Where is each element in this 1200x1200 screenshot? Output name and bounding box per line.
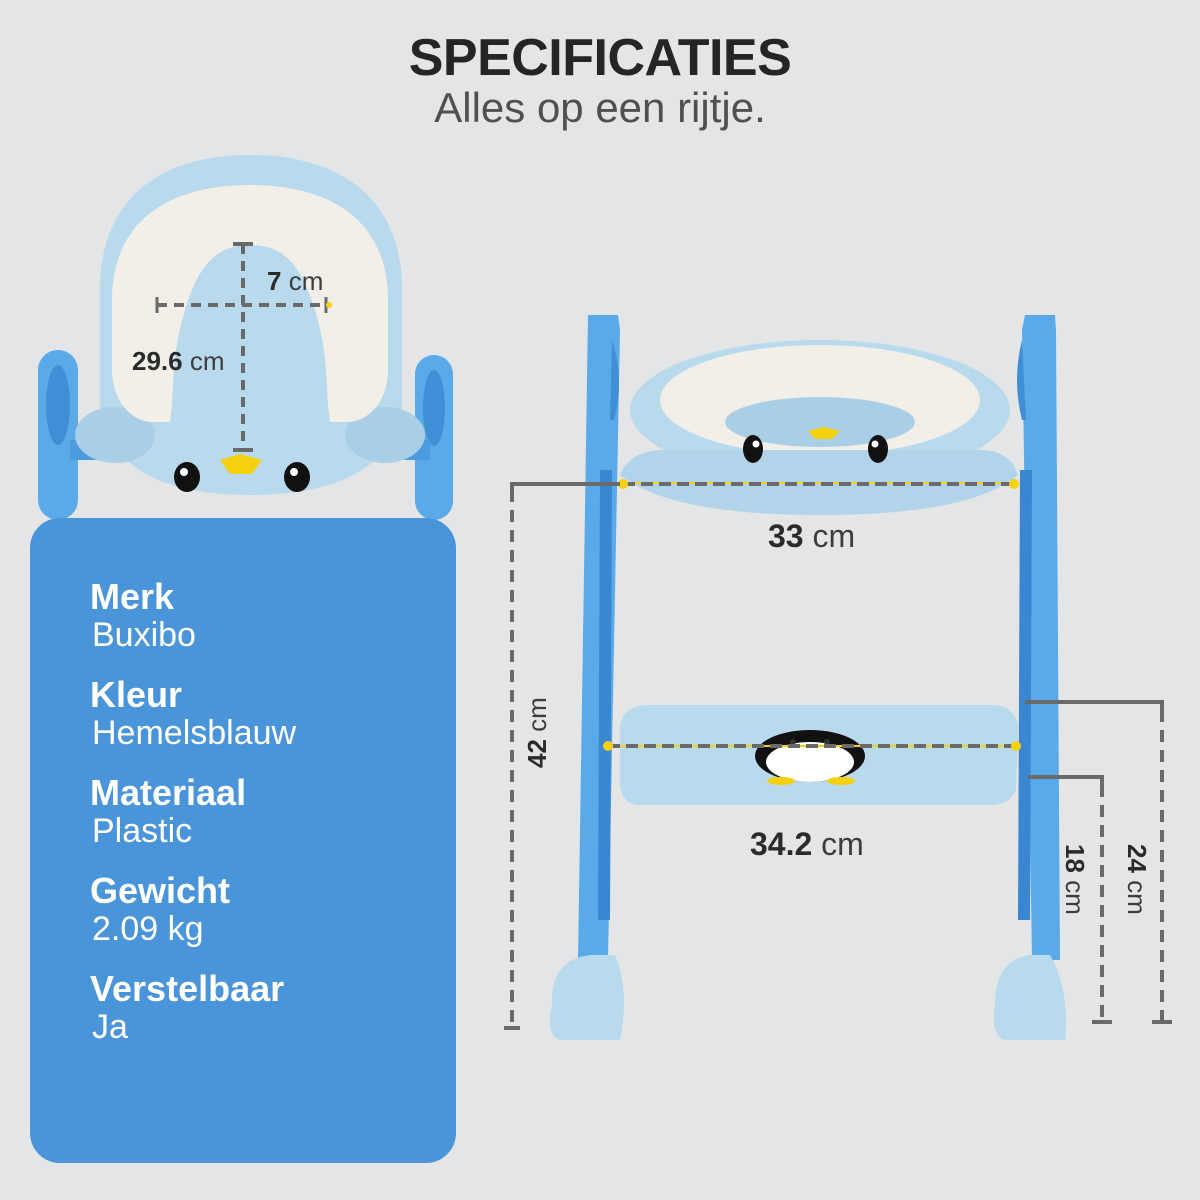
spec-value: Buxibo: [92, 616, 196, 654]
spec-value: 2.09 kg: [92, 910, 204, 948]
dimension-value: 29.6: [132, 346, 183, 376]
seat-inner-width-label: 7 cm: [267, 266, 323, 297]
spec-label: Verstelbaar: [90, 968, 285, 1009]
page-header: SPECIFICATIES Alles op een rijtje.: [0, 30, 1200, 132]
dimension-unit: cm: [821, 826, 864, 862]
spec-item-merk: Merk Buxibo: [90, 576, 296, 655]
spec-label: Kleur: [90, 674, 183, 715]
spec-list: Merk Buxibo Kleur Hemelsblauw Materiaal …: [90, 578, 296, 1068]
step-width-label: 34.2 cm: [750, 826, 864, 863]
spec-item-materiaal: Materiaal Plastic: [90, 772, 296, 851]
seat-inner-length-label: 29.6 cm: [132, 346, 225, 377]
dimension-value: 7: [267, 266, 282, 296]
dimension-unit: cm: [812, 518, 856, 554]
spec-item-kleur: Kleur Hemelsblauw: [90, 674, 297, 753]
spec-item-gewicht: Gewicht 2.09 kg: [90, 870, 296, 949]
seat-width-label: 33 cm: [768, 518, 855, 555]
page-subtitle: Alles op een rijtje.: [434, 84, 766, 131]
specifications-card: Merk Buxibo Kleur Hemelsblauw Materiaal …: [30, 518, 456, 1163]
dimension-unit: cm: [1060, 880, 1090, 915]
dimension-value: 42: [522, 739, 552, 768]
spec-item-verstelbaar: Verstelbaar Ja: [90, 968, 296, 1047]
step-height-low-label: 18 cm: [1059, 844, 1090, 915]
spec-label: Merk: [90, 576, 175, 617]
dimension-unit: cm: [288, 266, 324, 296]
dimension-unit: cm: [522, 697, 552, 732]
total-height-label: 42 cm: [522, 697, 553, 768]
spec-value: Hemelsblauw: [92, 714, 297, 752]
step-height-high-label: 24 cm: [1121, 844, 1152, 915]
dimension-value: 18: [1060, 844, 1090, 873]
seat-closeup-illustration: [30, 150, 470, 530]
spec-label: Materiaal: [90, 772, 247, 813]
ladder-graphic: [504, 315, 1172, 1040]
dimension-value: 34.2: [750, 826, 813, 862]
dimension-value: 24: [1122, 844, 1152, 873]
dimension-value: 33: [768, 518, 804, 554]
dimension-unit: cm: [1122, 880, 1152, 915]
seat-closeup-graphic: [38, 155, 453, 520]
ladder-illustration: [490, 300, 1190, 1050]
spec-value: Plastic: [92, 812, 193, 850]
dimension-unit: cm: [189, 346, 225, 376]
spec-label: Gewicht: [90, 870, 231, 911]
spec-value: Ja: [92, 1008, 128, 1046]
page-title: SPECIFICATIES: [408, 29, 792, 87]
